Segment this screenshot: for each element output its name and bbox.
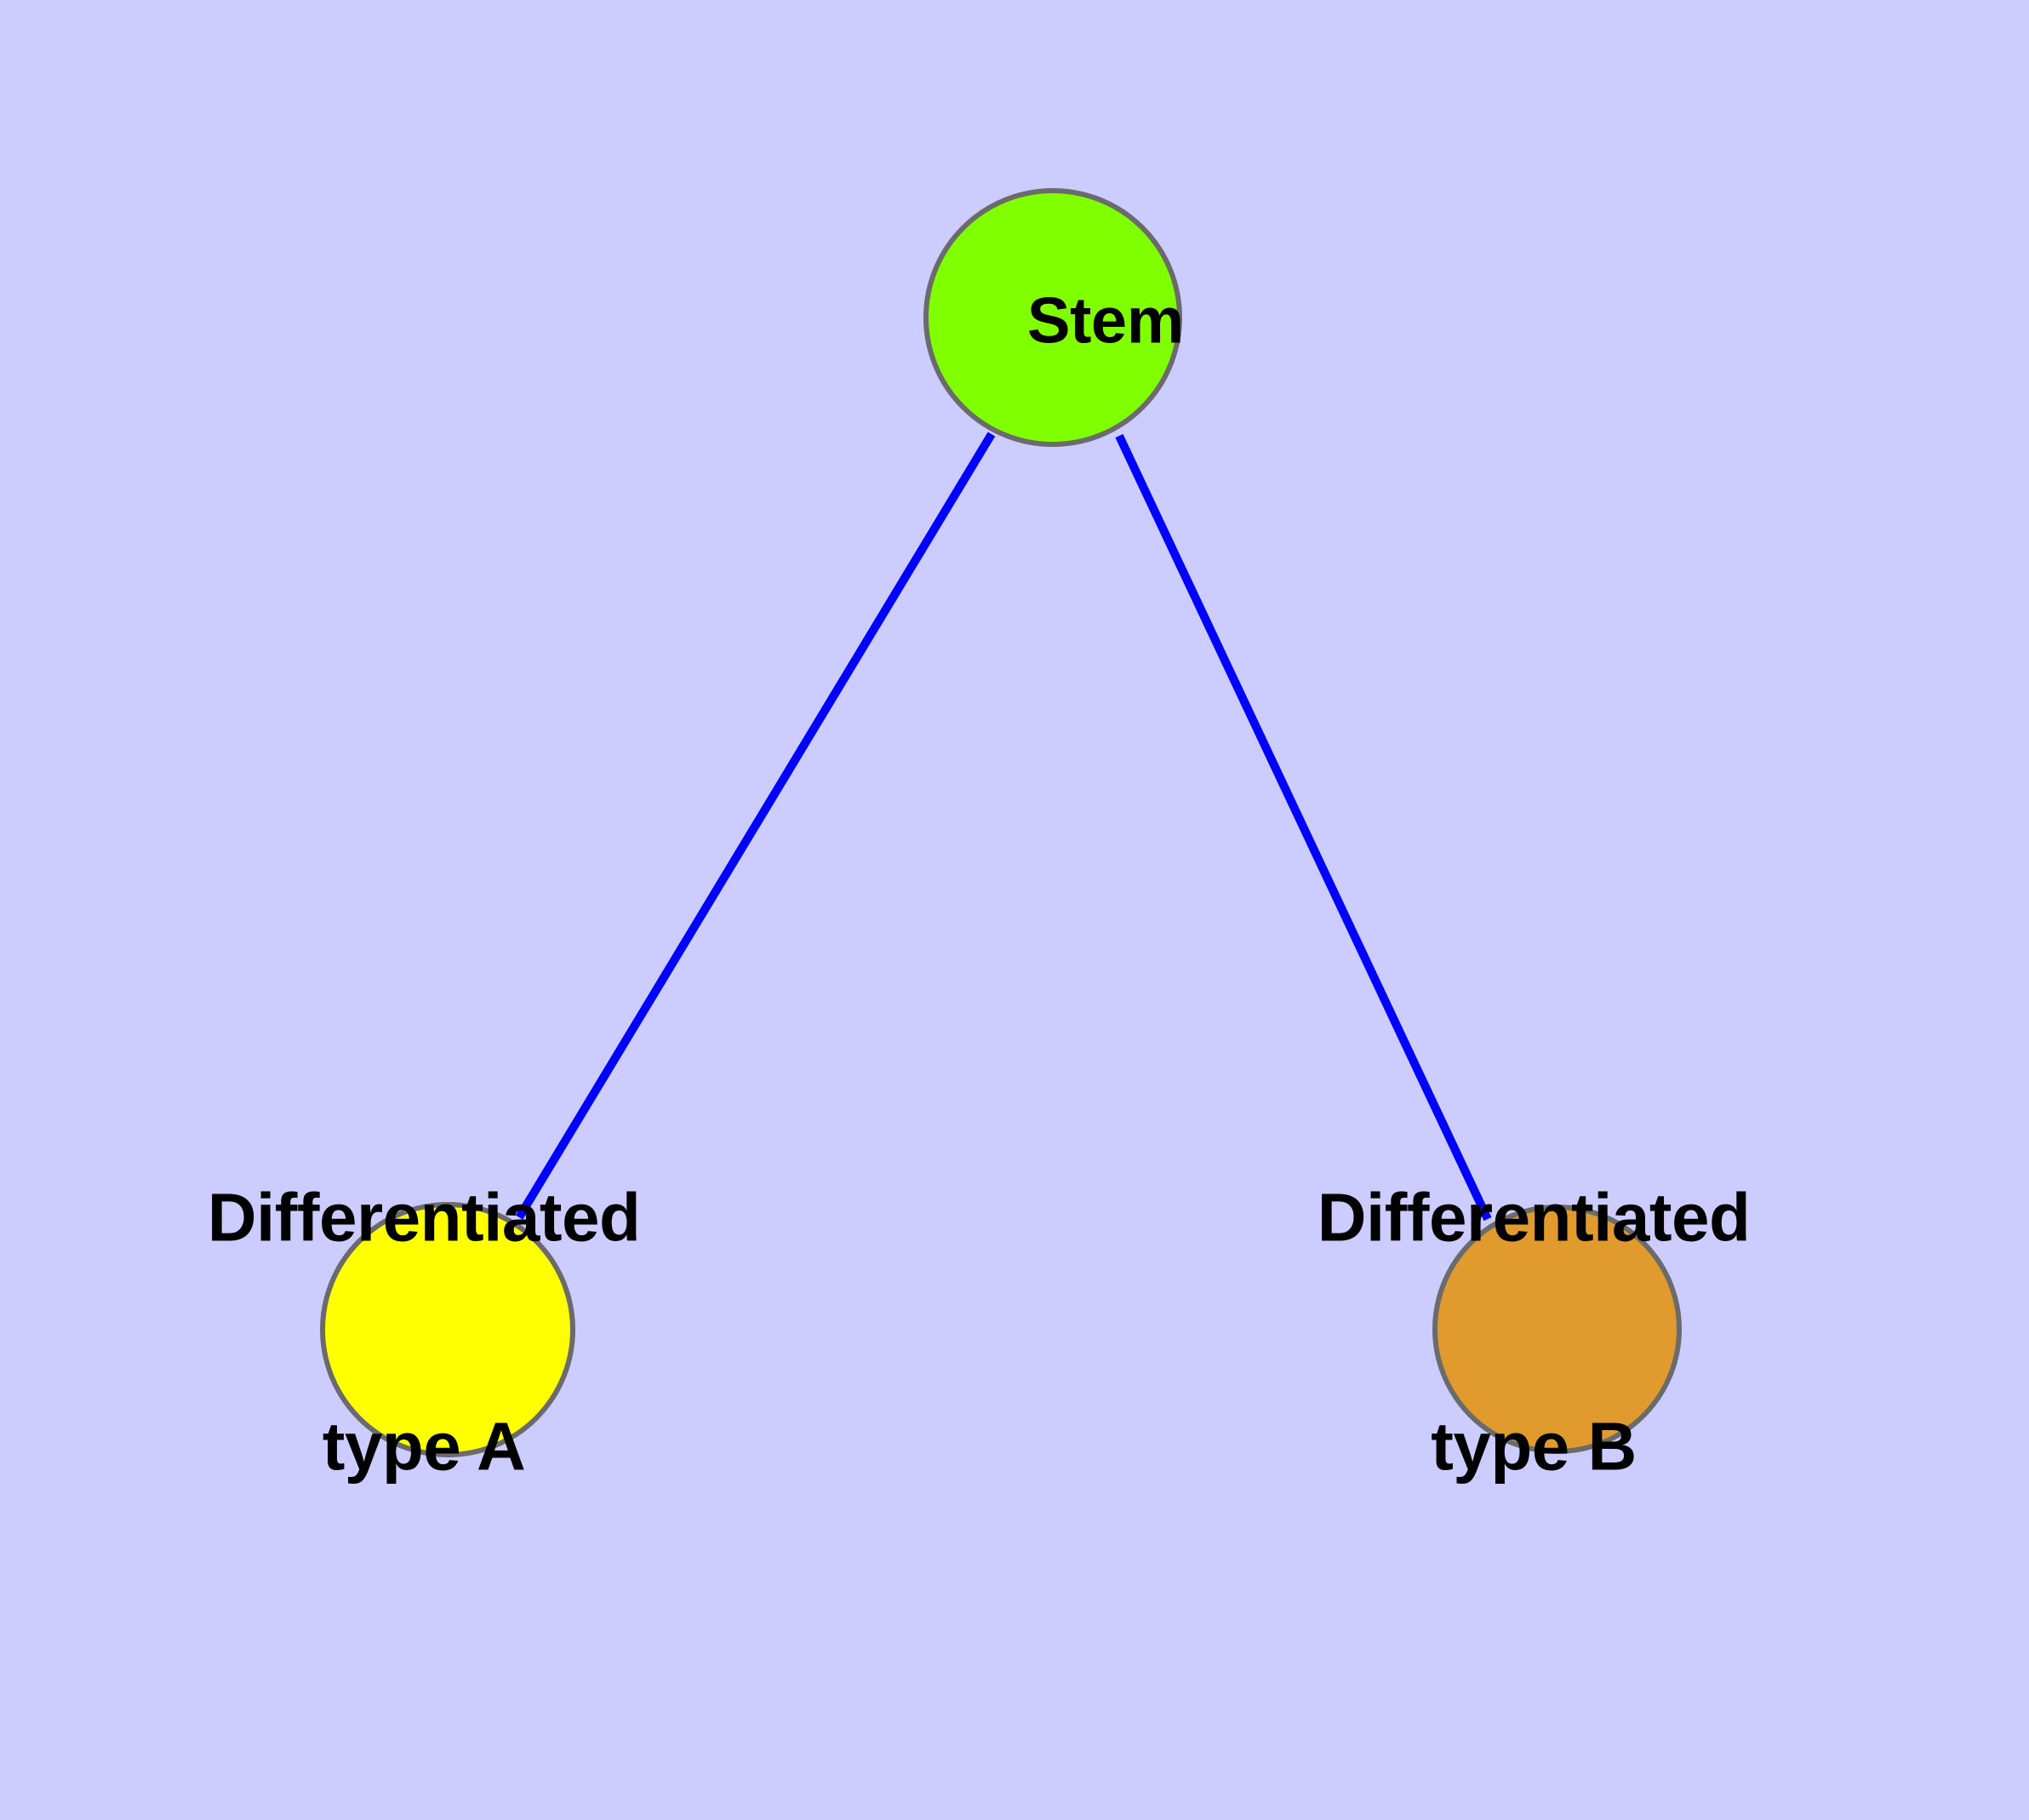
node-differentiated-type-a[interactable] (320, 1202, 575, 1457)
node-stem[interactable] (923, 188, 1182, 447)
node-differentiated-type-b[interactable] (1432, 1205, 1682, 1454)
edge-stem-to-differentiated-type-b[interactable] (1115, 433, 1492, 1222)
edge-stem-to-differentiated-type-a[interactable] (515, 432, 996, 1220)
